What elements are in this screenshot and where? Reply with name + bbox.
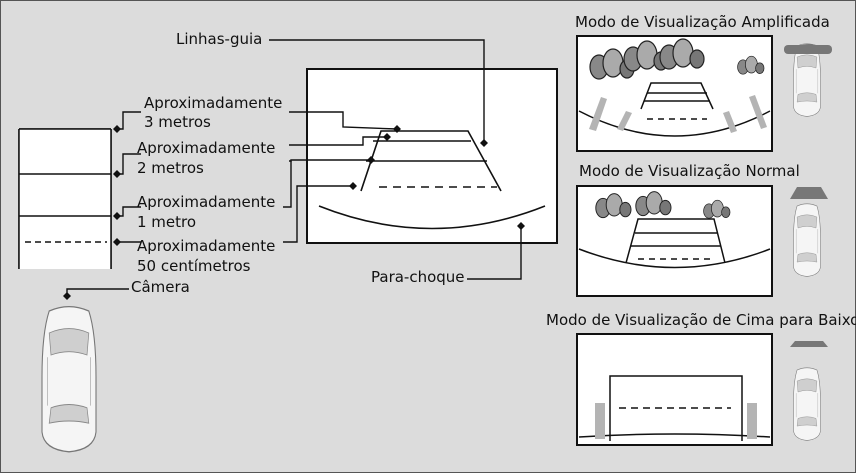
label-guide-lines: Linhas-guia	[176, 30, 263, 48]
label-50cm-line1: Aproximadamente	[137, 237, 276, 255]
label-bumper: Para-choque	[371, 268, 465, 286]
title-normal-view: Modo de Visualização Normal	[579, 162, 800, 180]
label-1m-line1: Aproximadamente	[137, 193, 276, 211]
car-rear-icon	[41, 305, 97, 453]
label-1m-line2: 1 metro	[137, 213, 197, 231]
label-camera: Câmera	[131, 278, 190, 296]
label-50cm-line2: 50 centímetros	[137, 257, 251, 275]
label-2m-line1: Aproximadamente	[137, 139, 276, 157]
title-top-down-view: Modo de Visualização de Cima para Baixo	[546, 311, 856, 329]
label-3m-line2: 3 metros	[144, 113, 211, 131]
label-2m-line2: 2 metros	[137, 159, 204, 177]
title-amplified-view: Modo de Visualização Amplificada	[575, 13, 830, 31]
label-3m-line1: Aproximadamente	[144, 94, 283, 112]
